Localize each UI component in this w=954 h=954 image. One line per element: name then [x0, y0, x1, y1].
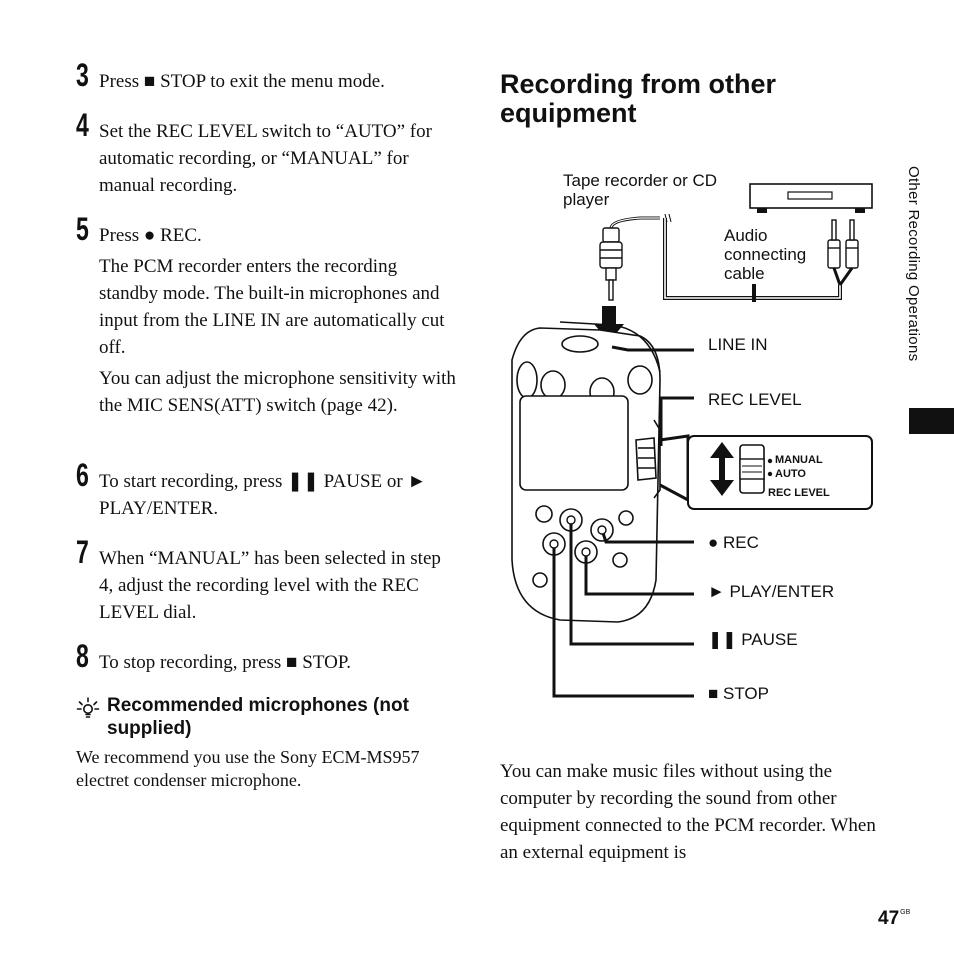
lightbulb-icon: [76, 697, 100, 718]
rec-level-switch-callout: [659, 434, 873, 510]
step-text: When “MANUAL” has been selected in step …: [99, 548, 441, 623]
section-heading: Recording from other equipment: [500, 69, 777, 128]
step-text: To start recording, press ❚❚ PAUSE or ► …: [99, 471, 427, 519]
line-in-label: LINE IN: [708, 335, 768, 354]
switch-rec-level-label: REC LEVEL: [768, 487, 830, 499]
step-text: To stop recording, press ■ STOP.: [99, 652, 352, 673]
mini-plug: [599, 227, 623, 301]
step-number: 3: [76, 57, 89, 93]
leader-lines: [552, 345, 694, 698]
step-4: 4 Set the REC LEVEL switch to “AUTO” for…: [76, 109, 456, 203]
cable-label: Audio connecting cable: [724, 226, 807, 283]
step-number: 8: [76, 638, 89, 674]
step-text: The PCM recorder enters the recording st…: [99, 256, 445, 358]
side-tab-marker: [909, 408, 954, 434]
play-enter-label: ► PLAY/ENTER: [708, 582, 835, 601]
tip-box: Recommended microphones (not supplied) W…: [76, 694, 456, 792]
step-8: 8 To stop recording, press ■ STOP.: [76, 640, 456, 680]
step-text: Set the REC LEVEL switch to “AUTO” for a…: [99, 121, 432, 196]
step-number: 4: [76, 107, 89, 143]
side-tab-text: Other Recording Operations: [905, 166, 922, 362]
tape-recorder-label: Tape recorder or CD player: [563, 171, 718, 209]
step-text: Press ● REC.: [99, 225, 202, 246]
rec-level-label: REC LEVEL: [708, 390, 802, 409]
cd-player-illustration: [749, 183, 873, 213]
step-6: 6 To start recording, press ❚❚ PAUSE or …: [76, 459, 456, 526]
page-suffix: GB: [900, 909, 911, 916]
tip-title: Recommended microphones (not supplied): [107, 695, 409, 739]
stop-label: ■ STOP: [708, 684, 769, 703]
page-number: 47GB: [878, 908, 910, 930]
tip-body: We recommend you use the Sony ECM-MS957 …: [76, 747, 420, 790]
pause-label: ❚❚ PAUSE: [708, 630, 798, 649]
step-text: You can adjust the microphone sensitivit…: [99, 368, 456, 416]
section-body: You can make music files without using t…: [500, 761, 876, 863]
step-number: 5: [76, 211, 89, 247]
page-number-value: 47: [878, 908, 900, 929]
step-number: 6: [76, 457, 89, 493]
rec-button-label: ● REC: [708, 533, 759, 552]
rca-plugs: [827, 219, 859, 269]
step-5: 5 Press ● REC. The PCM recorder enters t…: [76, 213, 456, 423]
switch-auto-label: AUTO: [775, 468, 806, 480]
step-3: 3 Press ■ STOP to exit the menu mode.: [76, 59, 456, 99]
step-text: Press ■ STOP to exit the menu mode.: [99, 71, 385, 92]
step-number: 7: [76, 534, 89, 570]
switch-manual-label: MANUAL: [775, 454, 823, 466]
step-7: 7 When “MANUAL” has been selected in ste…: [76, 536, 456, 630]
